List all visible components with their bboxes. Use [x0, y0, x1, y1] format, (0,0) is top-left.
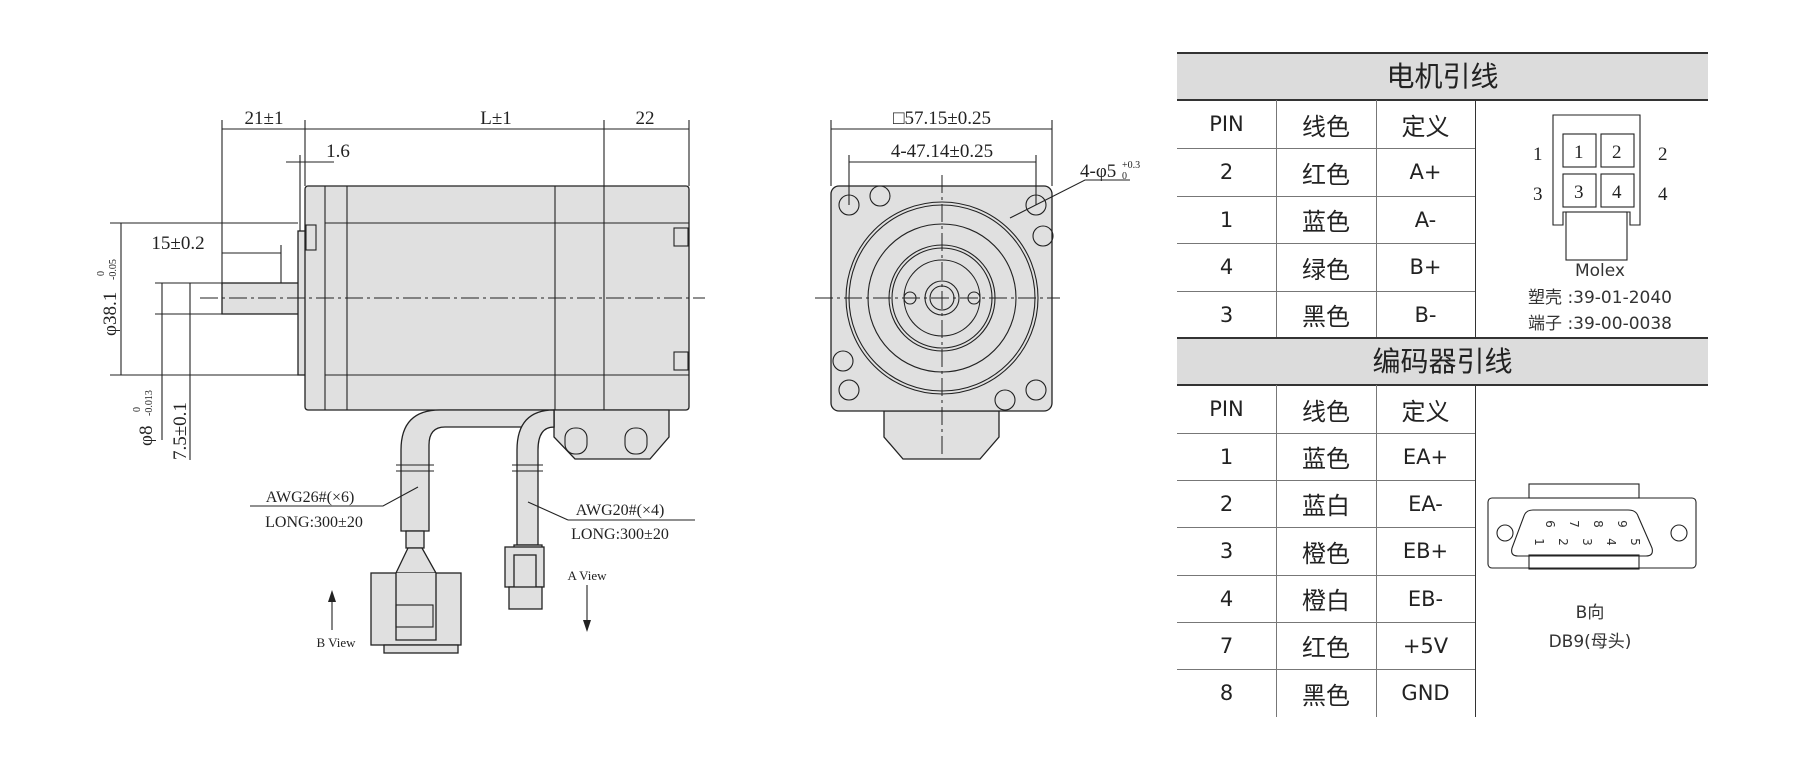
connector-brand: Molex: [1574, 261, 1625, 281]
cell-pin: 1: [1219, 207, 1234, 232]
encoder-leads-title: 编码器引线: [1177, 337, 1708, 386]
motor-cable: [516, 409, 555, 546]
pin-label: 5: [1627, 538, 1642, 546]
connector-view-label: B向: [1575, 603, 1605, 623]
cell-def: EA-: [1408, 491, 1443, 516]
cell-color: 黑色: [1302, 681, 1350, 710]
pin-label: 1: [1531, 538, 1546, 546]
header-pin: PIN: [1209, 397, 1244, 421]
dim-shaft-diameter: φ8: [136, 426, 157, 446]
cell-color: 蓝色: [1302, 208, 1350, 236]
pin-label: 4: [1612, 182, 1622, 203]
header-pin: PIN: [1209, 112, 1244, 136]
dim-square: □57.15±0.25: [893, 108, 991, 129]
cell-def: B+: [1409, 255, 1442, 279]
cell-pin: 3: [1219, 302, 1234, 327]
db9-pins: 6 7 8 9 1 2 3 4 5: [1530, 515, 1650, 555]
dim-body-length: L±1: [480, 108, 512, 129]
b-view-label: B View: [316, 635, 356, 650]
cell-pin: 2: [1219, 491, 1234, 516]
cell-def: EB-: [1407, 586, 1444, 611]
connector-type-label: DB9(母头): [1548, 632, 1632, 652]
dim-shaft-key: 15±0.2: [151, 233, 204, 254]
dim-flange-thickness: 1.6: [326, 141, 350, 162]
tol-upper: 0: [132, 407, 143, 412]
pin-label: 2: [1658, 144, 1668, 165]
tol-lower: -0.05: [108, 259, 119, 280]
cell-pin: 8: [1219, 681, 1234, 705]
pin-label: 8: [1590, 520, 1605, 528]
cell-color: 红色: [1302, 634, 1350, 662]
terminal-label: 端子: [1528, 314, 1563, 334]
cell-def: EA+: [1402, 444, 1449, 469]
cell-pin: 4: [1219, 586, 1234, 611]
pin-label: 3: [1533, 184, 1543, 205]
motor-cable-length: LONG:300±20: [571, 526, 669, 543]
cell-pin: 4: [1219, 255, 1234, 279]
cell-pin: 7: [1219, 633, 1234, 658]
header-color: 线色: [1302, 112, 1350, 141]
pin-label: 9: [1614, 520, 1629, 528]
tol-upper: +0.3: [1122, 160, 1140, 171]
pin-label: 4: [1658, 184, 1668, 205]
cell-color: 黑色: [1302, 303, 1350, 331]
tol-upper: 0: [96, 271, 107, 276]
cell-def: A+: [1409, 160, 1442, 184]
pin-label: 6: [1542, 520, 1557, 528]
housing-part: :39-01-2040: [1567, 288, 1672, 308]
cell-def: +5V: [1402, 633, 1449, 658]
pin-label: 4: [1603, 538, 1618, 546]
encoder-cable-length: LONG:300±20: [265, 514, 363, 531]
motor-cable-gauge: AWG20#(×4): [576, 502, 665, 519]
tol-lower: 0: [1122, 171, 1127, 182]
pin-label: 2: [1612, 142, 1622, 163]
dim-pilot-diameter: φ38.1: [100, 292, 121, 336]
cell-color: 蓝色: [1302, 445, 1350, 473]
cable-bracket: [553, 409, 670, 460]
cell-color: 蓝白: [1302, 492, 1350, 520]
pin-label: 3: [1579, 538, 1594, 546]
cell-color: 绿色: [1302, 255, 1350, 284]
terminal-part: :39-00-0038: [1567, 314, 1672, 334]
molex-connector-diagram: 1 2 3 4 1 2 3 4: [1533, 114, 1668, 261]
header-color: 线色: [1302, 397, 1350, 426]
cell-pin: 2: [1219, 160, 1234, 184]
cell-def: EB+: [1402, 539, 1449, 563]
dim-hole-pitch: 4-47.14±0.25: [891, 141, 993, 162]
cell-pin: 1: [1219, 444, 1234, 469]
housing-label: 塑壳: [1528, 288, 1563, 308]
pin-label: 3: [1574, 182, 1584, 203]
cell-def: A-: [1414, 207, 1437, 232]
cell-color: 红色: [1302, 160, 1350, 189]
dim-flange-length: 21±1: [245, 108, 284, 129]
dim-shaft-flat: 7.5±0.1: [170, 402, 191, 460]
cell-color: 橙白: [1302, 587, 1350, 615]
cell-pin: 3: [1219, 539, 1234, 563]
pin-label: 1: [1533, 144, 1543, 165]
pin-label: 2: [1555, 538, 1570, 546]
header-def: 定义: [1401, 112, 1450, 141]
dim-rear: 22: [636, 108, 655, 129]
cell-color: 橙色: [1302, 539, 1350, 568]
cell-def: B-: [1414, 302, 1437, 327]
a-view-label: A View: [567, 568, 607, 583]
encoder-cable-gauge: AWG26#(×6): [266, 489, 355, 506]
dim-holes: 4-φ5: [1080, 161, 1116, 182]
tol-lower: -0.013: [144, 390, 155, 416]
front-view: □57.15±0.25 4-47.14±0.25 4-φ5 +0.3 0: [815, 108, 1140, 460]
motor-leads-title: 电机引线: [1177, 52, 1708, 101]
pin-label: 1: [1574, 142, 1584, 163]
header-def: 定义: [1401, 397, 1450, 426]
pin-label: 7: [1566, 520, 1581, 528]
db9-connector-diagram: [1487, 483, 1697, 570]
side-view: 21±1 L±1 22 1.6 15±0.2 φ38.1 0 -0.05 φ8 …: [96, 108, 705, 654]
cell-def: GND: [1401, 681, 1450, 705]
